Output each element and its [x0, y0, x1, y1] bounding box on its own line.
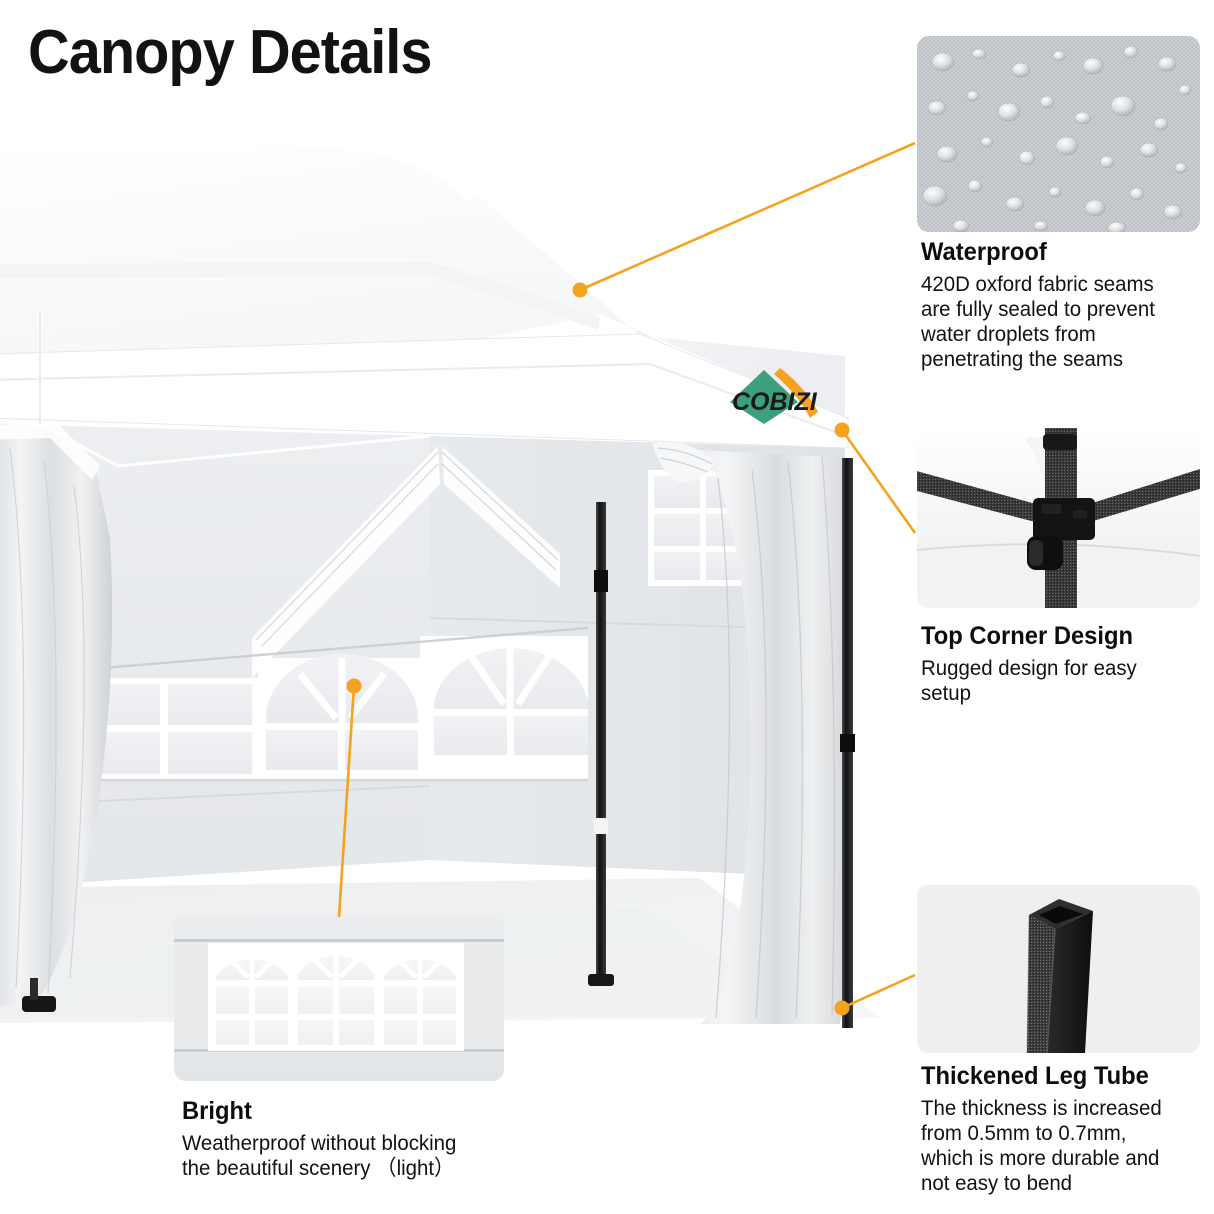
cobizi-logo: COBIZI — [730, 368, 818, 424]
feature-thickened-leg-tube: Thickened Leg Tube The thickness is incr… — [921, 1062, 1211, 1197]
sidewall-window-panel-photo — [174, 915, 504, 1081]
cobizi-logo-text: COBIZI — [732, 388, 818, 416]
canopy-product-image: COBIZI — [0, 118, 900, 1028]
canopy-roof-side — [470, 188, 845, 418]
square-leg-tube-photo — [917, 885, 1200, 1053]
feature-bright-title: Bright — [182, 1097, 252, 1125]
top-corner-thumbnail — [917, 428, 1200, 608]
feature-bright-body: Weatherproof without blocking the beauti… — [182, 1131, 457, 1181]
left-leg-pole — [22, 978, 56, 1012]
feature-top-corner-design: Top Corner Design Rugged design for easy… — [921, 622, 1211, 706]
feature-bright: Bright Weatherproof without blocking the… — [182, 1097, 522, 1181]
waterproof-thumbnail — [917, 36, 1200, 232]
water-droplets-on-fabric-photo — [917, 36, 1200, 232]
bright-thumbnail — [174, 915, 504, 1081]
page-title: Canopy Details — [28, 18, 432, 87]
right-leg-pole — [840, 458, 855, 1028]
feature-top-corner-title: Top Corner Design — [921, 622, 1134, 650]
feature-waterproof-title: Waterproof — [921, 238, 1047, 266]
top-corner-bracket-photo — [917, 428, 1200, 608]
feature-top-corner-body: Rugged design for easy setup — [921, 656, 1137, 706]
feature-waterproof-body: 420D oxford fabric seams are fully seale… — [921, 272, 1155, 372]
feature-waterproof: Waterproof 420D oxford fabric seams are … — [921, 238, 1211, 373]
leg-tube-thumbnail — [917, 885, 1200, 1053]
center-leg-pole — [588, 502, 614, 986]
left-foot-plate — [22, 996, 56, 1012]
sidewall-drape-right — [660, 448, 849, 1024]
feature-leg-tube-body: The thickness is increased from 0.5mm to… — [921, 1096, 1162, 1196]
feature-leg-tube-title: Thickened Leg Tube — [921, 1062, 1149, 1090]
canopy-roof-front — [0, 136, 600, 358]
canopy-illustration: COBIZI — [0, 134, 880, 1028]
